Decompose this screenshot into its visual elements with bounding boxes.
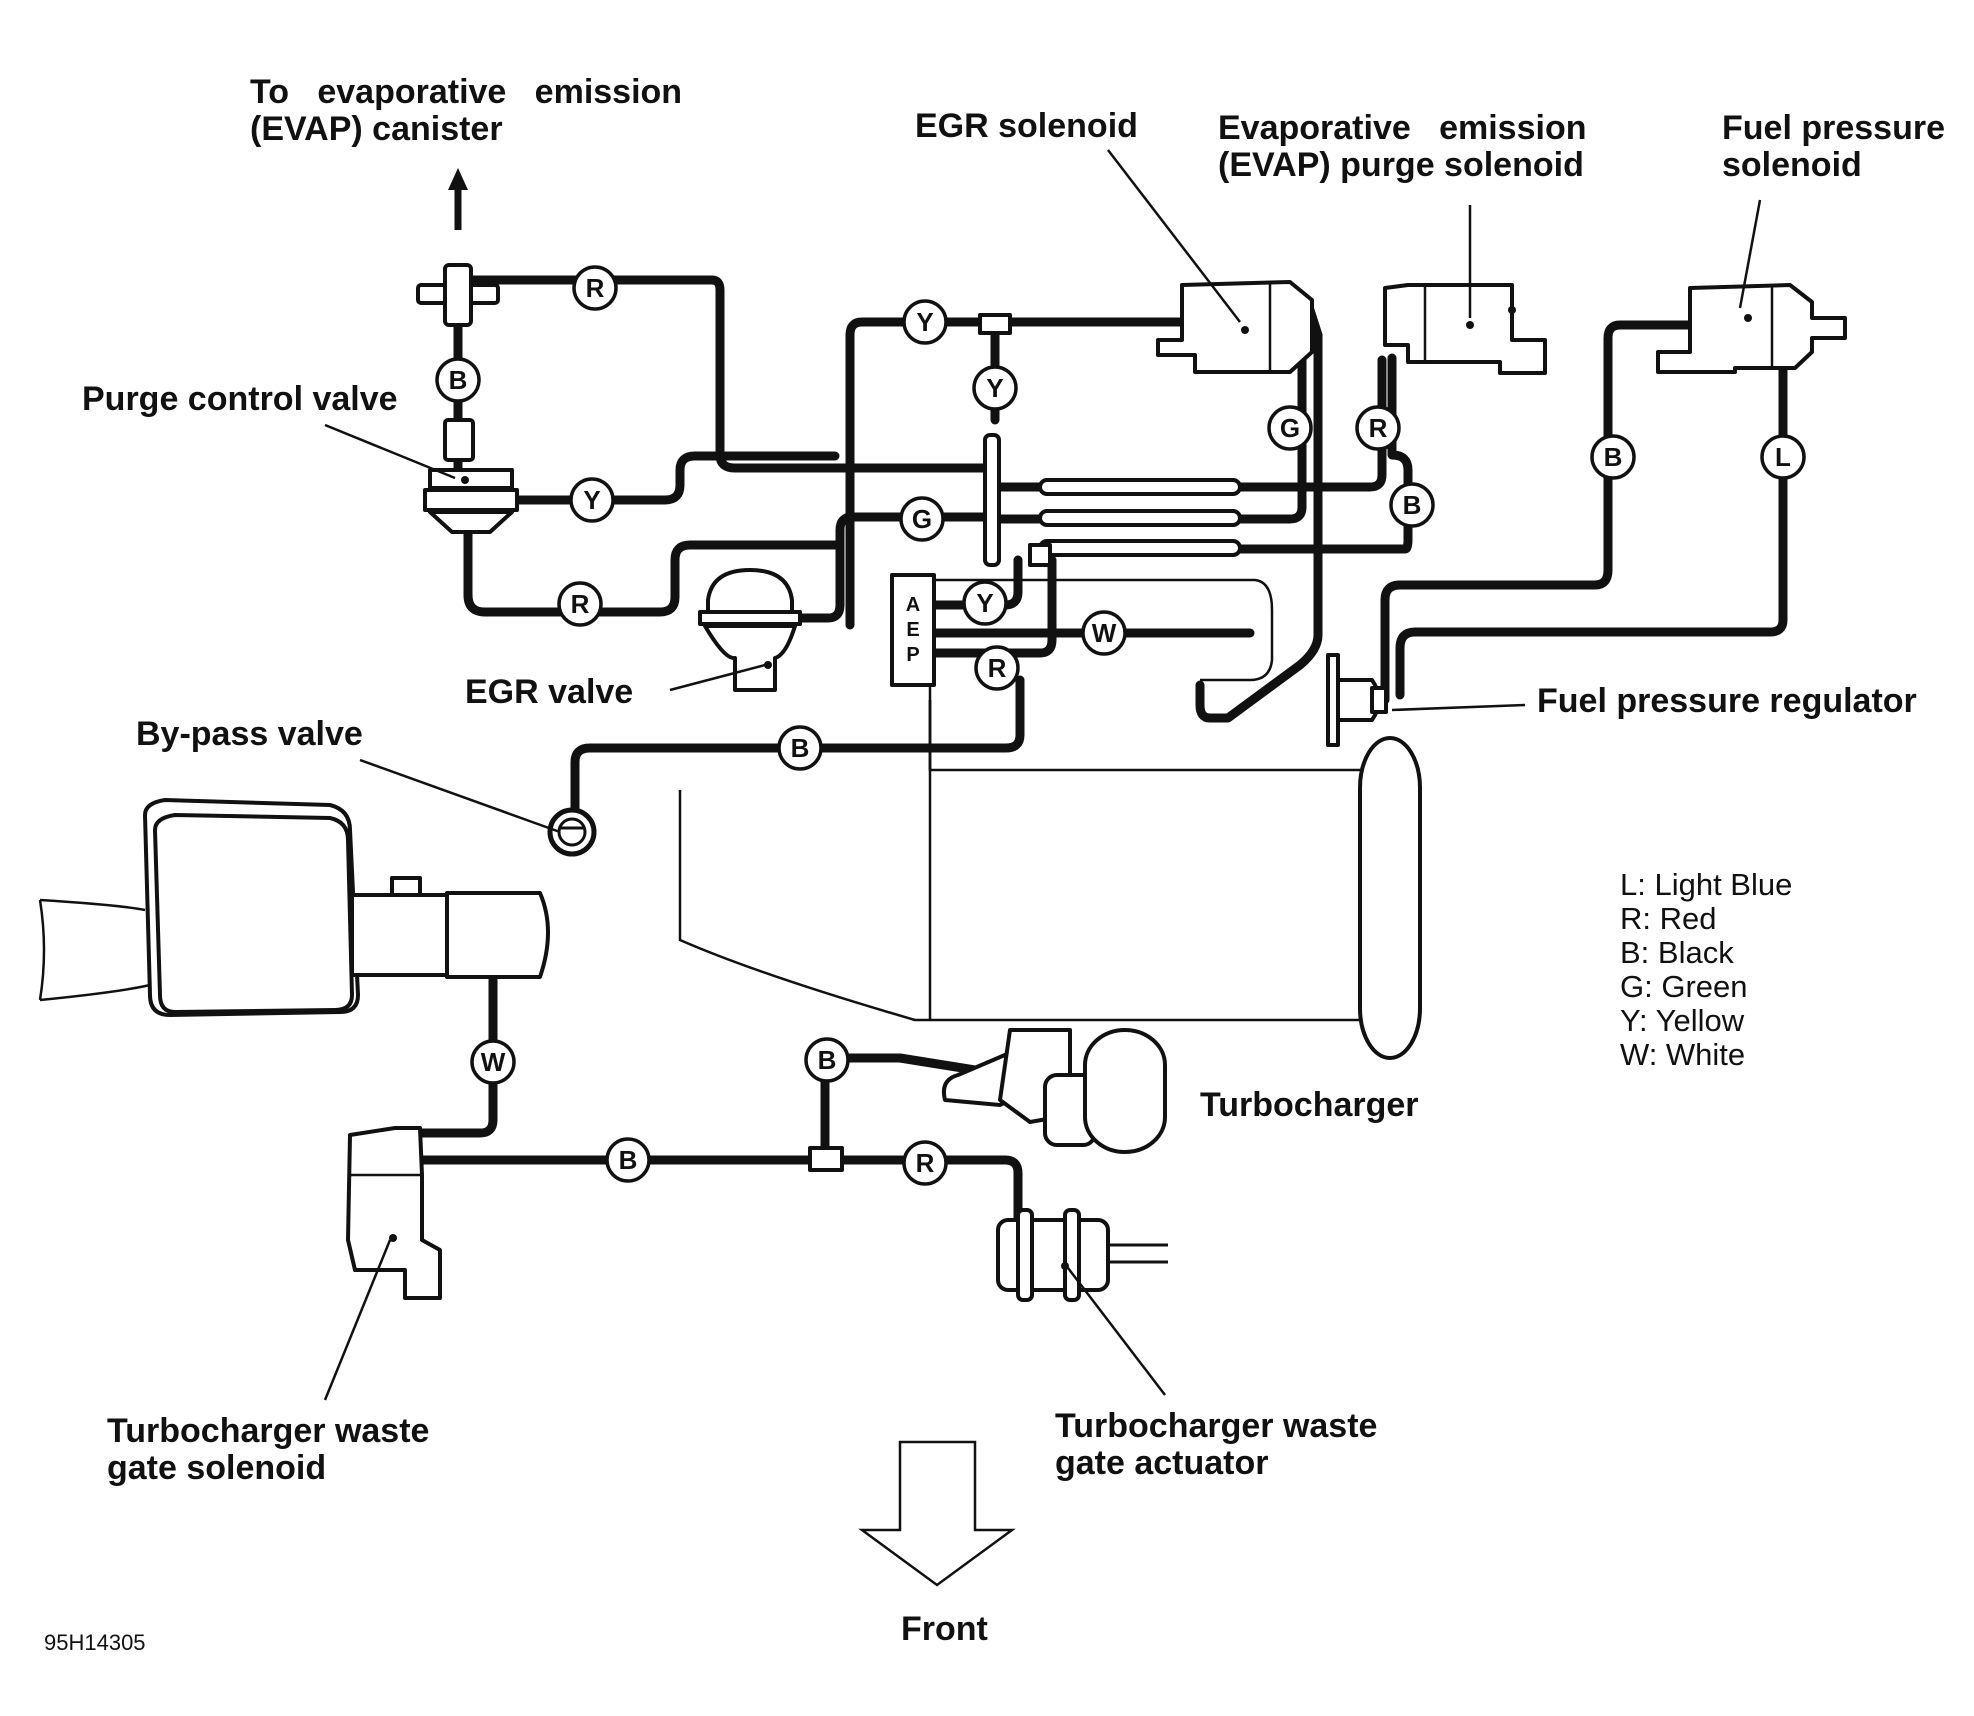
svg-text:G: G	[912, 504, 932, 534]
svg-text:R: R	[571, 589, 590, 619]
hose-tag-aep-w: W	[1081, 610, 1127, 656]
label-evap-purge-line2: (EVAP) purge solenoid	[1218, 146, 1584, 184]
legend-item-y: Y: Yellow	[1620, 1003, 1745, 1038]
hose-tag-fuel-l: L	[1760, 434, 1806, 480]
hose-tag-aep-r: R	[974, 645, 1020, 691]
hose-tag-evap-r: R	[1355, 405, 1401, 451]
label-wastegate-solenoid-line2: gate solenoid	[107, 1449, 326, 1487]
egr-valve	[698, 568, 802, 692]
port-a-label: A	[906, 594, 920, 616]
svg-text:B: B	[818, 1045, 837, 1075]
label-egr-solenoid: EGR solenoid	[915, 107, 1138, 145]
fuel-pressure-regulator	[1326, 653, 1388, 747]
label-wastegate-actuator-line2: gate actuator	[1055, 1444, 1269, 1482]
svg-text:W: W	[1092, 618, 1117, 648]
svg-text:B: B	[1604, 442, 1623, 472]
label-fuel-pressure-regulator: Fuel pressure regulator	[1537, 682, 1917, 720]
hose-tag-intake-w: W	[470, 1039, 516, 1085]
svg-text:Y: Y	[976, 588, 993, 618]
hose-tag-egr-g: G	[1267, 405, 1313, 451]
evap-purge-solenoid	[1383, 283, 1547, 375]
label-fuel-pressure-solenoid-line2: solenoid	[1722, 146, 1862, 184]
hose-tag-purge-bottom-r: R	[557, 581, 603, 627]
figure-code: 95H14305	[44, 1630, 146, 1655]
hose-tag-wastegate-b: B	[605, 1137, 651, 1183]
hose-tag-bypass-b: B	[777, 725, 823, 771]
label-evap-purge-line1: Evaporative emission	[1218, 109, 1587, 147]
intake-plenum	[1358, 736, 1422, 1060]
label-bypass-valve: By-pass valve	[136, 715, 363, 753]
label-front: Front	[901, 1610, 988, 1648]
svg-text:B: B	[791, 733, 810, 763]
label-turbocharger: Turbocharger	[1200, 1086, 1419, 1124]
svg-text:B: B	[1403, 490, 1422, 520]
svg-text:R: R	[988, 653, 1007, 683]
label-egr-valve: EGR valve	[465, 673, 633, 711]
aep-block: A E P	[890, 573, 936, 770]
svg-text:Y: Y	[986, 373, 1003, 403]
legend-item-w: W: White	[1620, 1037, 1745, 1072]
svg-text:W: W	[481, 1047, 506, 1077]
svg-text:R: R	[586, 273, 605, 303]
label-evap-canister-line1: To evaporative emission	[250, 73, 682, 111]
wastegate-actuator	[996, 1208, 1168, 1302]
hose-tag-purge-vert-b: B	[435, 357, 481, 403]
hose-tag-turbo-b: B	[804, 1037, 850, 1083]
legend-item-r: R: Red	[1620, 901, 1716, 936]
hose-tag-aep-y: Y	[962, 580, 1008, 626]
legend-item-l: L: Light Blue	[1620, 867, 1792, 902]
svg-text:B: B	[449, 365, 468, 395]
label-purge-control-valve: Purge control valve	[82, 380, 398, 418]
hose-tag-egr-valve-g: G	[899, 496, 945, 542]
intercooler	[38, 798, 550, 1017]
label-fuel-pressure-solenoid-line1: Fuel pressure	[1722, 109, 1945, 147]
wastegate-solenoid	[346, 1126, 442, 1300]
canister-arrow	[448, 168, 468, 230]
pipe-bundle	[983, 433, 1242, 567]
svg-text:R: R	[916, 1148, 935, 1178]
label-evap-canister-line2: (EVAP) canister	[250, 110, 503, 148]
legend-item-g: G: Green	[1620, 969, 1748, 1004]
svg-text:R: R	[1369, 413, 1388, 443]
label-wastegate-solenoid-line1: Turbocharger waste	[107, 1412, 429, 1450]
hose-tag-purge-y: Y	[569, 477, 615, 523]
svg-text:L: L	[1775, 442, 1791, 472]
hose-tag-fuel-b: B	[1590, 434, 1636, 480]
hose-tag-purge-top-r: R	[572, 265, 618, 311]
label-wastegate-actuator-line1: Turbocharger waste	[1055, 1407, 1377, 1445]
leader-lines	[323, 149, 1762, 1401]
hose-tag-egr-sol-y: Y	[902, 299, 948, 345]
turbocharger-unit	[941, 1028, 1167, 1154]
hose-tag-wastegate-r: R	[902, 1140, 948, 1186]
svg-text:G: G	[1280, 413, 1300, 443]
front-arrow	[858, 1440, 1016, 1587]
fuel-pressure-solenoid	[1656, 283, 1847, 374]
hose-tag-egr-sol-y2: Y	[972, 365, 1018, 411]
bypass-valve	[547, 807, 597, 857]
port-e-label: E	[906, 619, 919, 641]
color-legend: L: Light Blue R: Red B: Black G: Green Y…	[1620, 867, 1792, 1072]
purge-control-valve	[416, 263, 519, 534]
port-p-label: P	[906, 644, 919, 666]
svg-text:B: B	[619, 1145, 638, 1175]
svg-text:Y: Y	[583, 485, 600, 515]
svg-text:Y: Y	[916, 307, 933, 337]
tee-fittings	[808, 313, 1052, 1172]
egr-solenoid	[1156, 280, 1314, 374]
hose-tag-evap-b: B	[1389, 482, 1435, 528]
legend-item-b: B: Black	[1620, 935, 1734, 970]
